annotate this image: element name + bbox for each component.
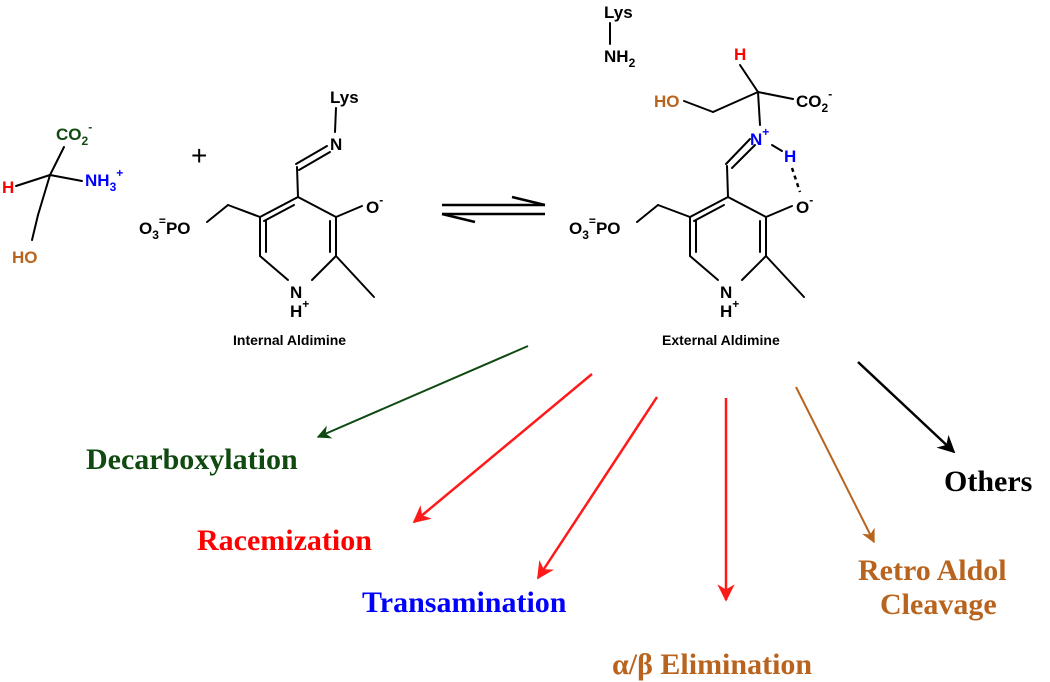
label-others: Others [944, 465, 1032, 498]
label-retro-aldol-line1: Retro Aldol [858, 554, 1007, 587]
external-o-label: O- [796, 193, 813, 217]
external-ring-c5-c4 [689, 196, 729, 218]
serine-co2-label: CO2- [56, 120, 92, 148]
external-ring-h-label: H+ [720, 297, 739, 321]
external-hydrogen-bond-dashed [790, 167, 802, 193]
internal-bond-c5-ch2 [227, 204, 261, 218]
external-bond-methyl [765, 255, 805, 298]
external-bond-ch2-o [636, 204, 659, 223]
internal-bond-methyl [335, 255, 375, 298]
label-racemization: Racemization [197, 524, 372, 557]
arrow-retro-aldol [795, 386, 875, 544]
serine-h-label: H [2, 178, 14, 197]
external-aldimine-caption: External Aldimine [662, 332, 780, 348]
external-bond-c3-o [765, 205, 793, 218]
internal-bond-cn-2 [298, 151, 331, 171]
serine-bond-ca-co2 [49, 146, 65, 176]
serine-bond-cb-o [31, 214, 39, 241]
arrow-others [857, 361, 956, 454]
internal-ring-n-label: N [290, 283, 302, 302]
external-ring-c5-c4-inner [693, 204, 725, 222]
label-retro-aldol-line2: Cleavage [880, 588, 997, 621]
serine-ho-label: HO [12, 248, 38, 267]
label-decarboxylation: Decarboxylation [86, 443, 298, 476]
external-ring-c2-n1 [741, 255, 767, 281]
external-bond-cn-2 [731, 144, 756, 169]
serine-bond-ca-h [15, 174, 51, 187]
internal-ring-c5-c4 [259, 196, 299, 218]
serine-nh3-label: NH3+ [85, 166, 123, 194]
external-bond-c5-ch2 [657, 204, 691, 218]
arrow-decarboxylation [316, 345, 529, 439]
external-ring-c4-c3 [727, 196, 767, 218]
internal-n-label: N [330, 135, 342, 154]
external-bond-n-h [771, 144, 783, 152]
equilibrium-forward-barb [511, 195, 546, 207]
plus-sign: + [191, 140, 207, 171]
internal-bond-c3-o [335, 205, 363, 218]
external-ho-label: HO [654, 92, 680, 111]
outcome-arrows [316, 345, 956, 602]
internal-bond-ch-c4 [296, 166, 299, 198]
external-bond-o-cb [683, 100, 714, 113]
external-h-bond-label: H [784, 147, 796, 166]
label-elimination: α/β Elimination [612, 648, 812, 681]
internal-o-label: O- [366, 193, 383, 217]
internal-bond-cn-1 [295, 145, 328, 165]
label-transamination: Transamination [362, 586, 567, 619]
arrow-transamination [536, 396, 659, 580]
external-aldimine-molecule: H HO CO2- N+ H O- [569, 45, 832, 348]
internal-aldimine-molecule: Lys N O- O3=PO N H+ [139, 88, 383, 348]
external-bond-cn-1 [725, 138, 751, 165]
internal-lys-label: Lys [330, 88, 359, 107]
serine-bond-ca-n [49, 174, 83, 182]
internal-ring-h-label: H+ [290, 297, 309, 321]
external-n-plus-label: N+ [750, 125, 769, 149]
internal-bond-lys-n [334, 107, 337, 133]
equilibrium-arrows [441, 195, 546, 224]
free-lys-nh2-label: NH2 [604, 47, 636, 70]
external-h-label: H [734, 45, 746, 64]
internal-phosphate-label: O3=PO [139, 214, 191, 242]
external-bond-ch-c4 [726, 165, 729, 198]
internal-aldimine-caption: Internal Aldimine [233, 332, 346, 348]
serine-molecule: CO2- H NH3+ HO [2, 120, 123, 267]
arrow-racemization [412, 373, 593, 524]
internal-ring-n1-c6 [259, 255, 289, 281]
free-lys-label: Lys [604, 3, 633, 22]
internal-ring-c5-c4-inner [263, 204, 295, 222]
external-bond-cb-ca [712, 91, 759, 113]
external-ring-n-label: N [720, 283, 732, 302]
external-bond-ca-co2 [757, 91, 794, 100]
external-bond-ca-h [739, 64, 759, 93]
internal-bond-ch2-o [206, 204, 229, 223]
outcome-labels: Decarboxylation Racemization Transaminat… [86, 443, 1032, 681]
external-phosphate-label: O3=PO [569, 214, 621, 242]
external-co2-label: CO2- [796, 87, 832, 115]
serine-bond-ca-cb [37, 174, 51, 216]
external-bond-ca-n [757, 91, 761, 126]
internal-ring-c2-n1 [311, 255, 337, 281]
internal-ring-c4-c3 [297, 196, 337, 218]
free-lysine: Lys NH2 [604, 3, 636, 70]
equilibrium-reverse-barb [441, 212, 476, 224]
external-ring-n1-c6 [689, 255, 719, 281]
